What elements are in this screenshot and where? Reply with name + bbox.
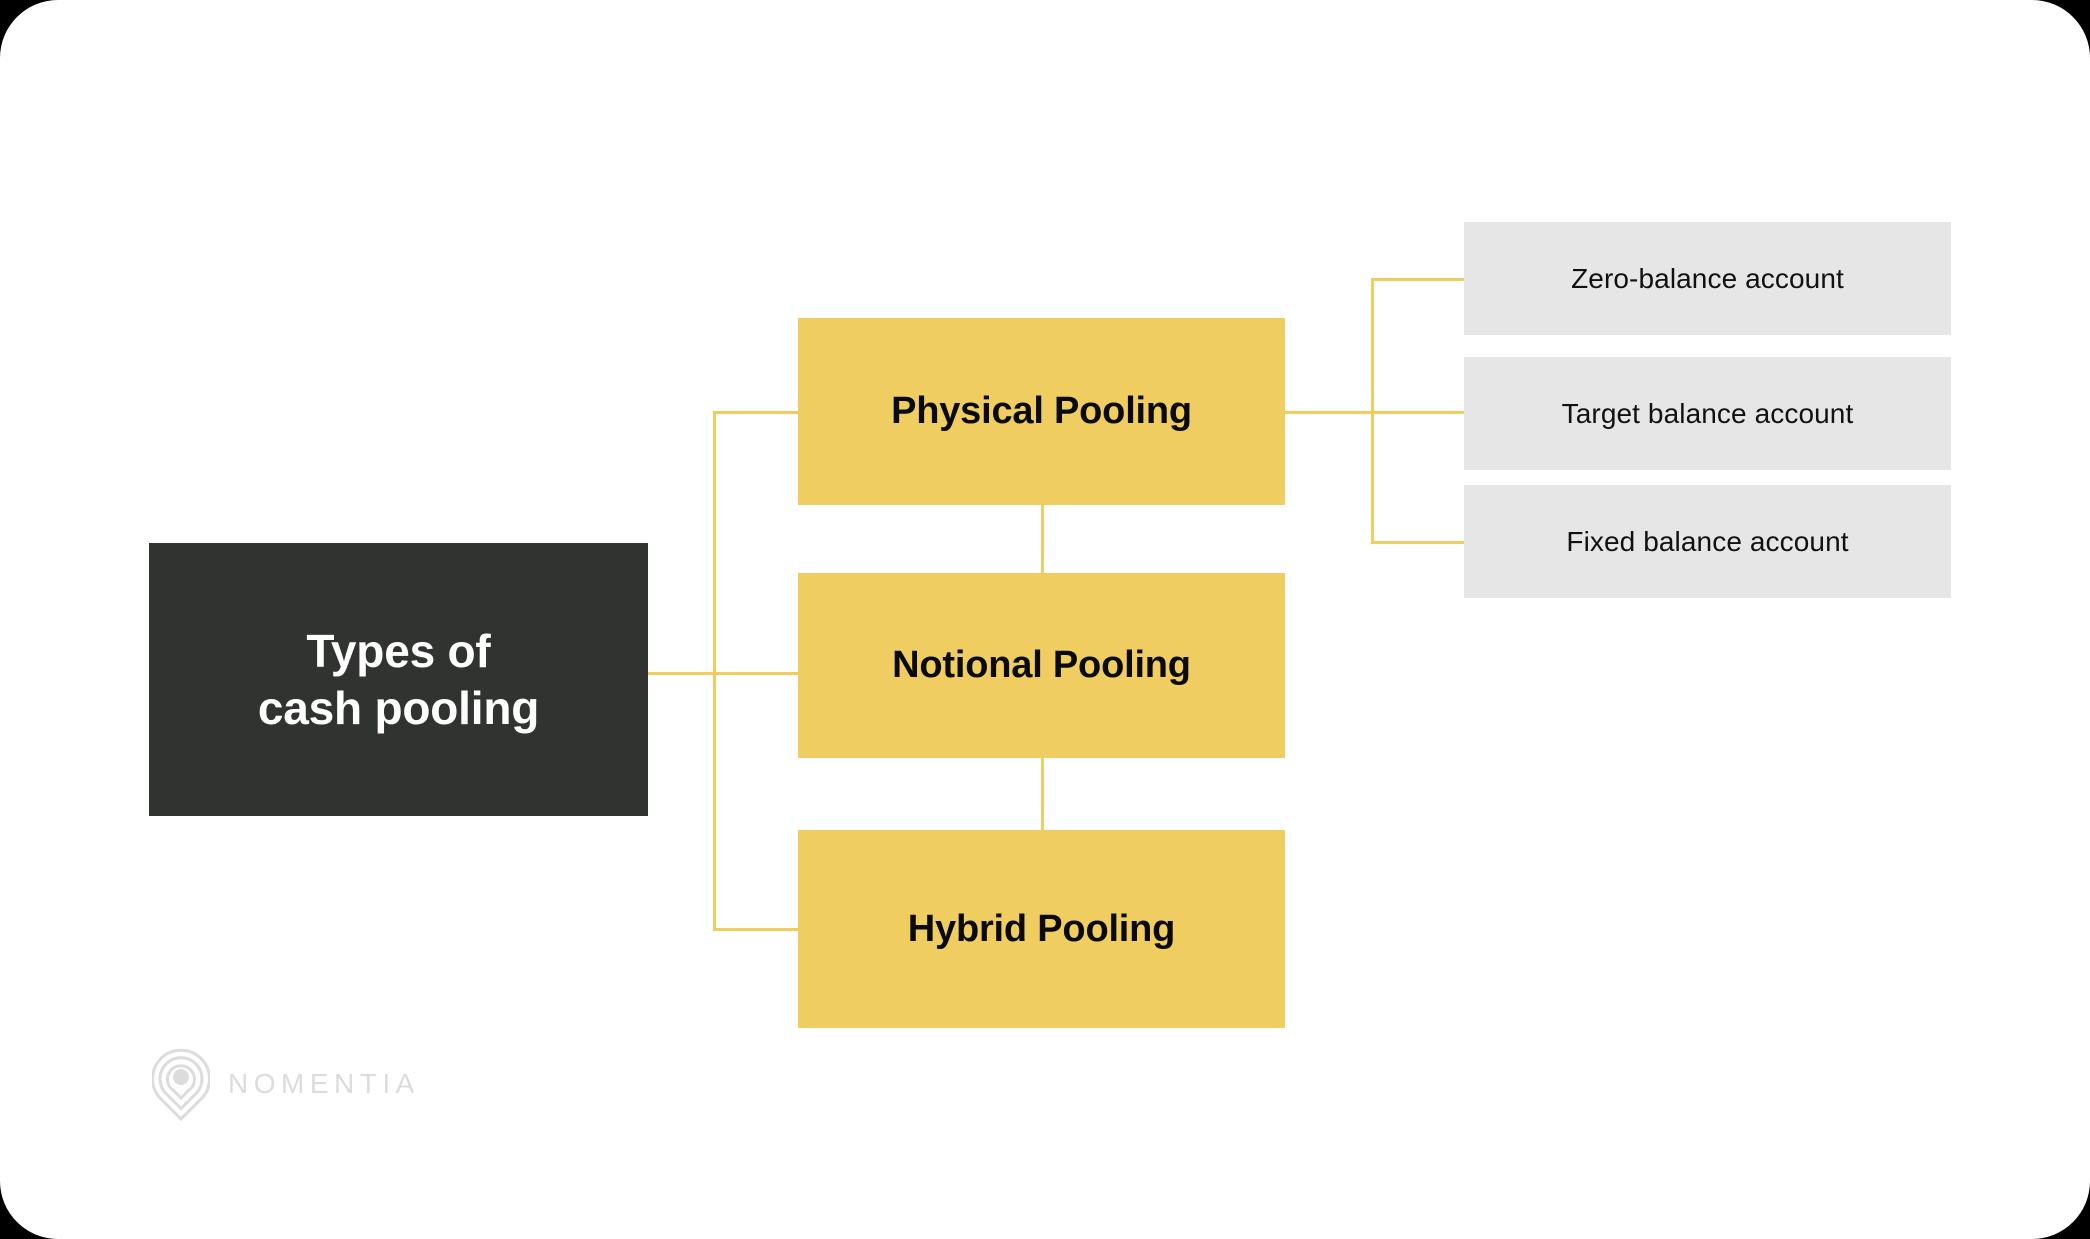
node-zero-balance-account[interactable]: Zero-balance account bbox=[1464, 222, 1951, 335]
connector-notional-to-hybrid bbox=[1041, 758, 1044, 832]
node-notional-pooling-label: Notional Pooling bbox=[892, 644, 1191, 686]
brand-logo: NOMENTIA bbox=[152, 1046, 420, 1122]
node-root-types-of-cash-pooling[interactable]: Types of cash pooling bbox=[149, 543, 648, 816]
connector-branch-target-balance bbox=[1371, 411, 1466, 414]
node-target-balance-account-label: Target balance account bbox=[1561, 397, 1854, 429]
connector-physical-stub bbox=[1285, 411, 1373, 414]
node-fixed-balance-account[interactable]: Fixed balance account bbox=[1464, 485, 1951, 598]
node-hybrid-pooling-label: Hybrid Pooling bbox=[907, 907, 1176, 950]
connector-root-stub bbox=[648, 672, 714, 675]
connector-branch-hybrid bbox=[713, 928, 801, 931]
connector-trunk-left bbox=[713, 411, 716, 930]
node-notional-pooling[interactable]: Notional Pooling bbox=[798, 573, 1285, 758]
location-pin-icon bbox=[152, 1048, 210, 1122]
connector-branch-physical bbox=[713, 411, 801, 414]
brand-wordmark: NOMENTIA bbox=[228, 1068, 420, 1099]
connector-branch-zero-balance bbox=[1371, 278, 1466, 281]
node-target-balance-account[interactable]: Target balance account bbox=[1464, 357, 1951, 470]
node-physical-pooling[interactable]: Physical Pooling bbox=[798, 318, 1285, 505]
connector-branch-fixed-balance bbox=[1371, 541, 1466, 544]
node-zero-balance-account-label: Zero-balance account bbox=[1571, 262, 1844, 294]
pin-center-dot bbox=[173, 1069, 189, 1085]
connector-branch-notional bbox=[713, 672, 801, 675]
node-hybrid-pooling[interactable]: Hybrid Pooling bbox=[798, 830, 1285, 1028]
node-fixed-balance-account-label: Fixed balance account bbox=[1566, 525, 1849, 557]
node-physical-pooling-label: Physical Pooling bbox=[891, 390, 1192, 432]
root-node-label: Types of cash pooling bbox=[257, 625, 540, 734]
connector-physical-to-notional bbox=[1041, 505, 1044, 575]
